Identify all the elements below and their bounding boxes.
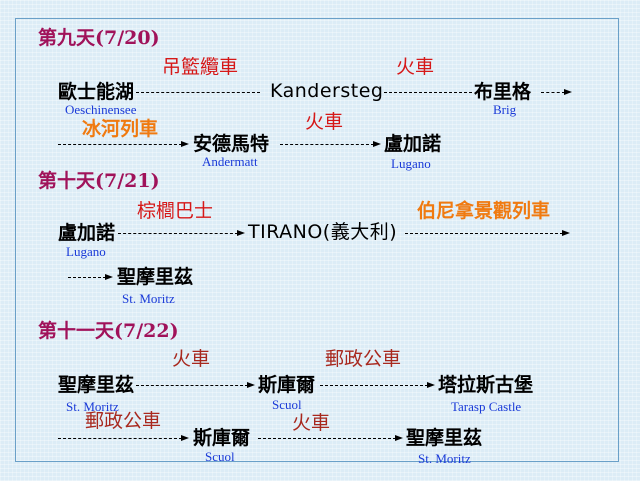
day10-lugano-zh: 盧加諾 <box>58 222 116 244</box>
route-scuol-tarasp <box>320 382 435 388</box>
day11-train1-label: 火車 <box>172 348 211 370</box>
day9-train2-label: 火車 <box>305 111 344 133</box>
route-tarasp-scuol <box>58 435 189 441</box>
day10-lugano-en: Lugano <box>66 244 106 259</box>
day10-title: 第十天(7/21) <box>38 170 160 192</box>
day11-scuol1-en: Scuol <box>272 397 302 412</box>
day11-postbus1-label: 郵政公車 <box>325 348 402 370</box>
slide-frame <box>15 18 619 462</box>
day10-stmoritz-en: St. Moritz <box>122 291 175 306</box>
day11-stmoritz2-zh: 聖摩里茲 <box>406 427 483 449</box>
day11-postbus2-label: 郵政公車 <box>85 410 162 432</box>
day9-kandersteg: Kandersteg <box>270 80 384 102</box>
day9-lugano-zh: 盧加諾 <box>384 133 442 155</box>
day9-lugano-en: Lugano <box>391 156 431 171</box>
day9-oeschinensee-zh: 歐士能湖 <box>58 81 135 103</box>
day10-stmoritz-zh: 聖摩里茲 <box>117 266 194 288</box>
day9-title: 第九天(7/20) <box>38 27 160 49</box>
day11-tarasp-en: Tarasp Castle <box>451 399 522 414</box>
route-andermatt-lugano <box>280 141 381 147</box>
route-kandersteg-brig <box>384 92 472 93</box>
route-oeschinensee-kandersteg <box>136 92 260 93</box>
route-lugano-tirano <box>118 230 245 236</box>
route-brig-andermatt <box>58 141 189 147</box>
route-scuol-stmoritz <box>258 435 403 441</box>
day9-glacier-express-label: 冰河列車 <box>82 118 159 140</box>
day9-andermatt-en: Andermatt <box>202 154 258 169</box>
route-stmoritz-scuol <box>136 382 255 388</box>
day11-stmoritz1-en: St. Moritz <box>66 399 119 414</box>
day9-train1-label: 火車 <box>396 56 435 78</box>
day10-bernina-express-label: 伯尼拿景觀列車 <box>417 200 551 222</box>
day9-oeschinensee-en: Oeschinensee <box>65 102 137 117</box>
day9-andermatt-zh: 安德馬特 <box>193 133 270 155</box>
day11-train2-label: 火車 <box>292 412 331 434</box>
route-brig-continue-arrow <box>541 89 572 95</box>
day9-brig-zh: 布里格 <box>474 81 532 103</box>
day11-scuol2-en: Scuol <box>205 449 235 464</box>
day11-scuol2-zh: 斯庫爾 <box>193 427 251 449</box>
route-tirano-continue-arrow <box>405 230 570 236</box>
day11-stmoritz1-zh: 聖摩里茲 <box>58 374 135 396</box>
day10-palm-bus-label: 棕櫚巴士 <box>137 200 214 222</box>
route-tirano-stmoritz <box>68 274 113 280</box>
day11-stmoritz2-en: St. Moritz <box>418 451 471 466</box>
day11-tarasp-zh: 塔拉斯古堡 <box>438 374 534 396</box>
day9-brig-en: Brig <box>493 102 517 117</box>
day11-scuol1-zh: 斯庫爾 <box>258 374 316 396</box>
day10-tirano: TIRANO(義大利) <box>248 221 398 243</box>
day9-cablecar-label: 吊籃纜車 <box>162 56 239 78</box>
day11-title: 第十一天(7/22) <box>38 320 179 342</box>
